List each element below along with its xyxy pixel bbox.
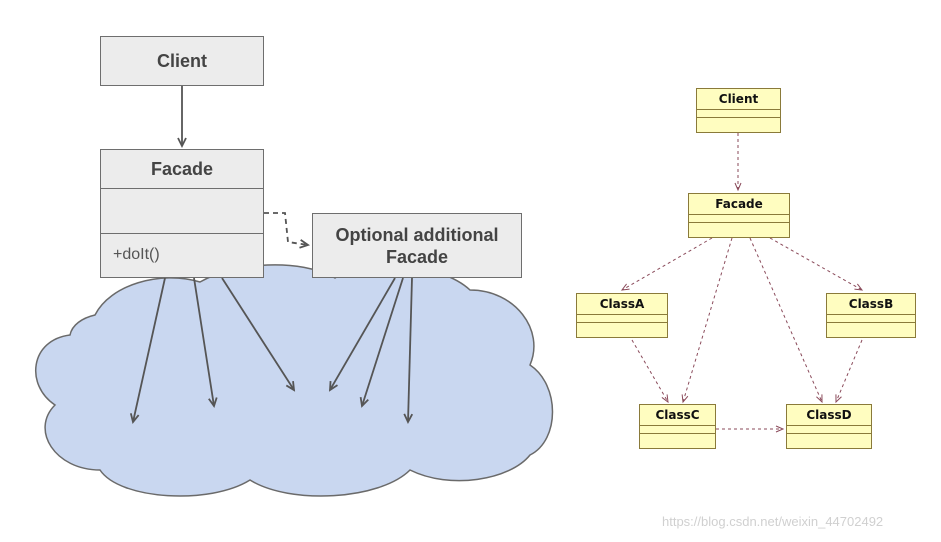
facade-subsystem-arrow bbox=[221, 277, 296, 392]
optional-subsystem-arrow bbox=[359, 277, 404, 408]
uml-facade-classb-arrow bbox=[769, 237, 864, 291]
uml-section bbox=[827, 323, 915, 330]
uml-classa-label: ClassA bbox=[577, 294, 667, 315]
uml-facade-classc-arrow bbox=[681, 237, 733, 404]
uml-classa-classc-arrow bbox=[631, 339, 669, 404]
uml-section bbox=[787, 426, 871, 434]
facade-subsystem-arrow bbox=[129, 277, 166, 424]
facade-subsystem-arrow bbox=[193, 277, 218, 408]
uml-facade-label: Facade bbox=[689, 194, 789, 215]
client-box: Client bbox=[100, 36, 264, 86]
facade-method: +doIt() bbox=[113, 246, 160, 263]
uml-classa-class: ClassA bbox=[576, 293, 668, 338]
facade-name: Facade bbox=[101, 150, 263, 189]
uml-classd-class: ClassD bbox=[786, 404, 872, 449]
optional-facade-line2: Facade bbox=[385, 246, 449, 267]
uml-section bbox=[697, 110, 780, 118]
uml-classb-label: ClassB bbox=[827, 294, 915, 315]
optional-facade-box: Optional additional Facade bbox=[312, 213, 522, 278]
uml-section bbox=[640, 434, 715, 441]
optional-facade-line1: Optional additional bbox=[335, 224, 499, 245]
subsystem-cloud bbox=[34, 264, 554, 497]
uml-facade-class: Facade bbox=[688, 193, 790, 238]
uml-section bbox=[640, 426, 715, 434]
uml-client-class: Client bbox=[696, 88, 781, 133]
uml-section bbox=[787, 434, 871, 441]
uml-classb-classd-arrow bbox=[835, 339, 863, 404]
uml-section bbox=[577, 315, 667, 323]
uml-classc-class: ClassC bbox=[639, 404, 716, 449]
uml-classb-class: ClassB bbox=[826, 293, 916, 338]
uml-section bbox=[697, 118, 780, 125]
facade-attributes bbox=[101, 189, 263, 234]
uml-classd-label: ClassD bbox=[787, 405, 871, 426]
uml-section bbox=[689, 215, 789, 223]
uml-client-label: Client bbox=[697, 89, 780, 110]
uml-classc-label: ClassC bbox=[640, 405, 715, 426]
uml-section bbox=[689, 223, 789, 230]
uml-section bbox=[827, 315, 915, 323]
optional-subsystem-arrow bbox=[328, 277, 396, 392]
watermark-text: https://blog.csdn.net/weixin_44702492 bbox=[662, 514, 884, 529]
client-label: Client bbox=[156, 50, 207, 71]
facade-box: Facade +doIt() bbox=[100, 149, 264, 278]
uml-facade-classa-arrow bbox=[620, 237, 713, 291]
optional-subsystem-arrow bbox=[403, 277, 414, 425]
uml-facade-classd-arrow bbox=[749, 237, 823, 404]
facade-to-optional-arrow bbox=[264, 212, 310, 249]
uml-section bbox=[577, 323, 667, 330]
